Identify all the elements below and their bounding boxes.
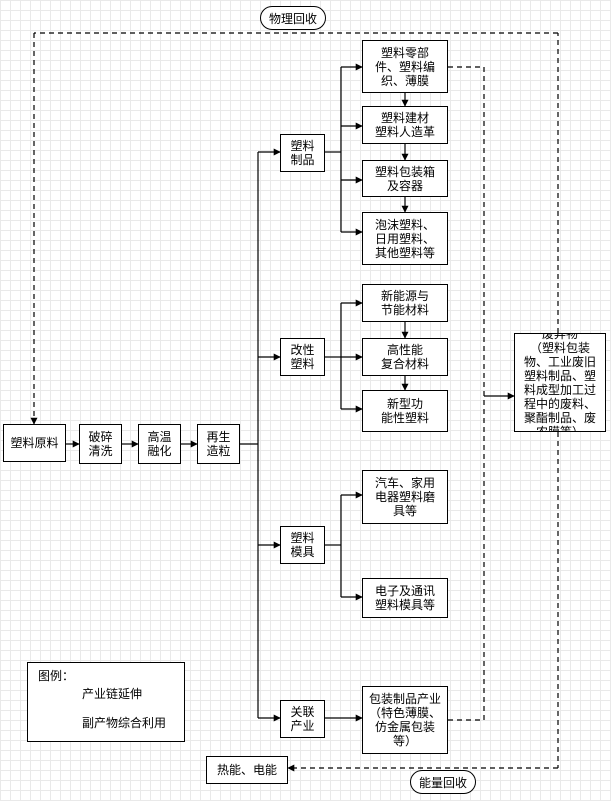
crush-clean-node: 破碎 清洗 [79, 424, 122, 464]
auto-appliance-molds-node: 汽车、家用 电器塑料磨 具等 [362, 470, 448, 524]
heat-electricity-node: 热能、电能 [206, 756, 288, 784]
high-performance-composites-node: 高性能 复合材料 [362, 338, 448, 376]
electronics-telecom-molds-node: 电子及通讯 塑料模具等 [362, 578, 448, 618]
functional-plastics-node: 新型功 能性塑料 [362, 390, 448, 432]
new-energy-materials-node: 新能源与 节能材料 [362, 284, 448, 322]
waste-node: 废弃物 （塑料包装 物、工业废旧 塑料制品、塑 料成型加工过 程中的废料、 聚酯… [514, 333, 606, 432]
plastic-molds-node: 塑料 模具 [280, 526, 325, 564]
plastic-building-materials-node: 塑料建材 塑料人造革 [362, 106, 448, 144]
plastic-raw-material-node: 塑料原料 [3, 424, 66, 462]
regranulation-node: 再生 造粒 [197, 424, 240, 464]
legend: 图例： 产业链延伸 副产物综合利用 [27, 662, 185, 742]
high-temp-melt-node: 高温 融化 [138, 424, 181, 464]
energy-recycling-label: 能量回收 [410, 770, 476, 794]
physical-recycling-label: 物理回收 [260, 6, 326, 30]
packaging-industry-node: 包装制品产业 （特色薄膜、 仿金属包装 等） [362, 686, 448, 754]
modified-plastics-node: 改性 塑料 [280, 338, 325, 376]
plastic-packaging-node: 塑料包装箱 及容器 [362, 160, 448, 197]
legend-dashed-label: 副产物综合利用 [82, 716, 167, 730]
legend-title: 图例： [38, 669, 75, 683]
plastic-parts-node: 塑料零部 件、塑料编 织、薄膜 [362, 40, 448, 93]
related-industries-node: 关联 产业 [280, 700, 325, 738]
legend-solid-label: 产业链延伸 [82, 687, 143, 701]
foam-plastics-node: 泡沫塑料、 日用塑料、 其他塑料等 [362, 212, 448, 265]
plastic-products-node: 塑料 制品 [280, 134, 325, 172]
